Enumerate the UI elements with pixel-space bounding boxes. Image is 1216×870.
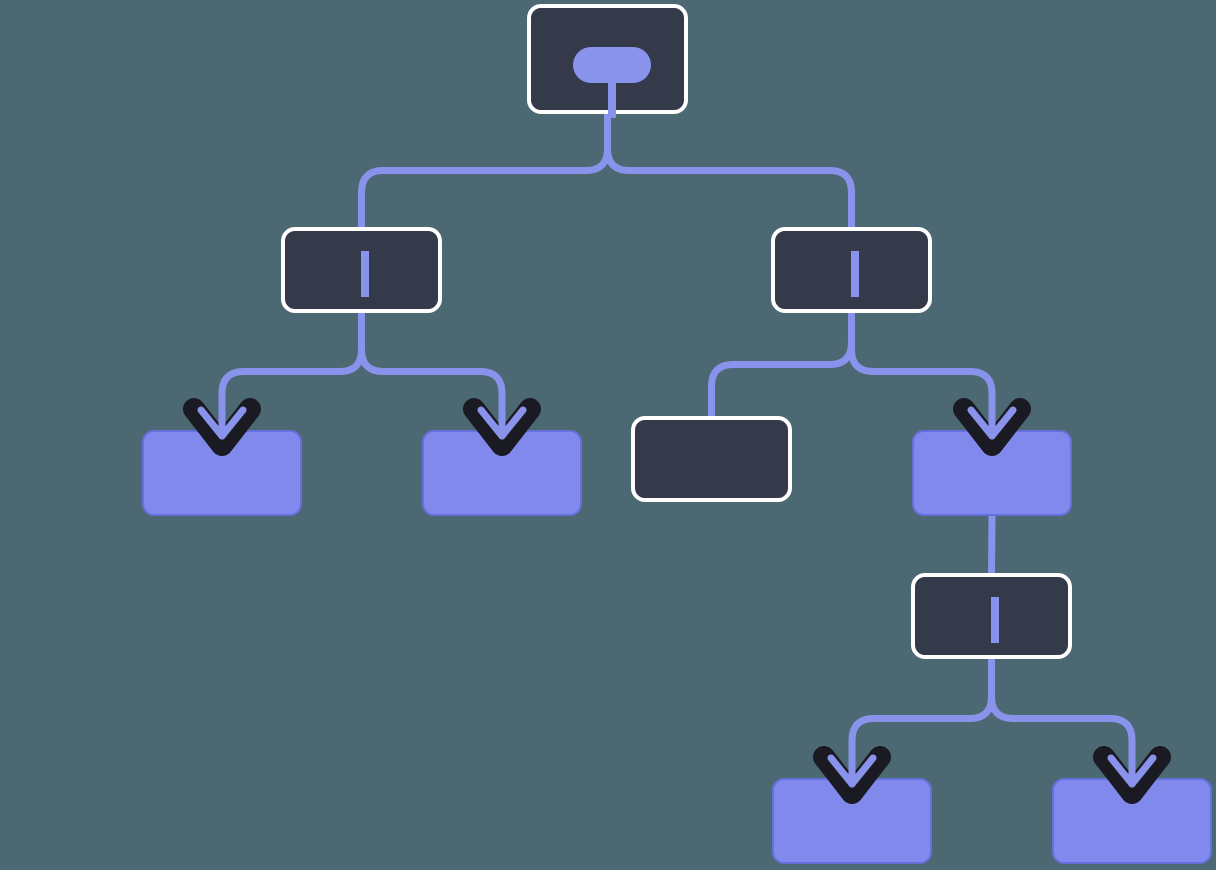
branch-node-d[interactable] — [912, 430, 1072, 516]
edge-level2left-to-leaf-b[interactable] — [358, 309, 506, 434]
edge-level4-to-leaf-e[interactable] — [848, 655, 995, 782]
leaf-node-a[interactable] — [142, 430, 302, 516]
node-pill-glyph — [573, 47, 651, 83]
edge-level2left-to-leaf-a[interactable] — [218, 309, 365, 434]
leaf-node-b[interactable] — [422, 430, 582, 516]
node-passthrough-line-glyph — [361, 251, 369, 297]
level2-left-node[interactable] — [281, 227, 442, 313]
edge-level4-to-leaf-f[interactable] — [988, 655, 1136, 782]
edge-level2right-to-leaf-c[interactable] — [708, 309, 855, 420]
edge-root-to-level2-right[interactable] — [604, 110, 855, 231]
node-stem-glyph — [608, 83, 616, 118]
root-node[interactable] — [527, 4, 688, 118]
level2-right-node[interactable] — [771, 227, 932, 313]
dark-leaf-node-c[interactable] — [631, 416, 792, 502]
leaf-node-f[interactable] — [1052, 778, 1212, 864]
level4-node[interactable] — [911, 573, 1072, 659]
edge-d-to-level4[interactable] — [988, 512, 996, 577]
node-passthrough-line-glyph — [991, 597, 999, 643]
leaf-node-e[interactable] — [772, 778, 932, 864]
node-passthrough-line-glyph — [851, 251, 859, 297]
edge-root-to-level2-left[interactable] — [358, 110, 611, 231]
edge-level2right-to-leaf-d[interactable] — [848, 309, 996, 434]
